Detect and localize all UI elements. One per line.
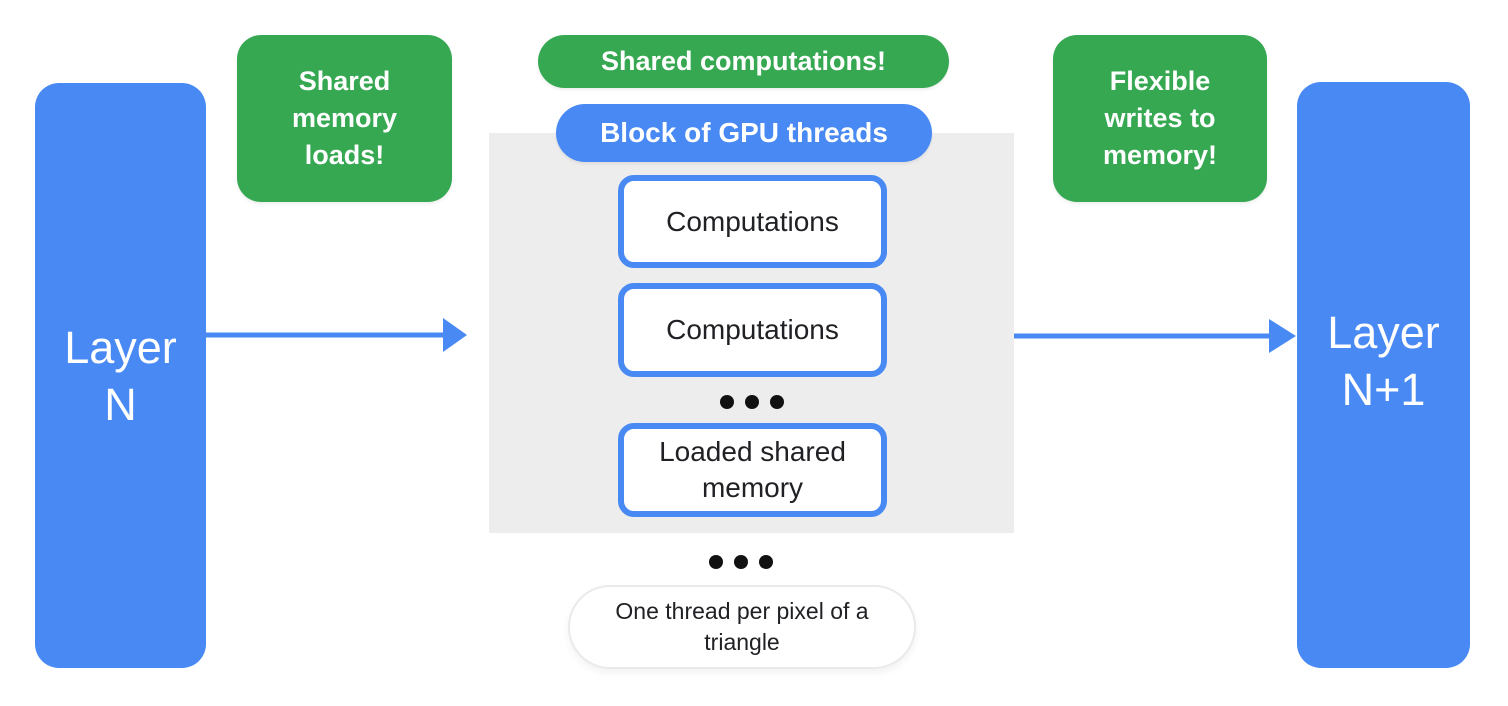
ellipsis-dots-inner [720,395,784,409]
dot-icon [745,395,759,409]
layer-n-label-line1: Layer [64,321,177,373]
layer-n-label-line2: N [104,378,137,430]
layer-n-plus-1-label-line1: Layer [1327,307,1440,358]
flow-arrow-right-icon [1014,319,1296,353]
gpu-thread-block-title-text: Block of GPU threads [600,117,888,148]
loaded-shared-memory-box: Loaded shared memory [618,423,887,517]
footnote-pill: One thread per pixel of a triangle [568,585,916,669]
callout-shared-memory-loads: Shared memory loads! [237,35,452,202]
layer-n-plus-1-label: Layer N+1 [1327,304,1440,418]
layer-n-plus-1-block: Layer N+1 [1297,82,1470,668]
computations-box-1: Computations [618,175,887,268]
layer-n-plus-1-label-line2: N+1 [1341,364,1426,415]
dot-icon [709,555,723,569]
callout-shared-memory-loads-text: Shared memory loads! [291,66,398,170]
dot-icon [720,395,734,409]
footnote-text: One thread per pixel of a triangle [615,598,869,655]
dot-icon [770,395,784,409]
layer-n-label: Layer N [64,319,177,433]
callout-flexible-writes: Flexible writes to memory! [1053,35,1267,202]
callout-shared-computations-text: Shared computations! [600,46,887,76]
callout-flexible-writes-text: Flexible writes to memory! [1102,66,1218,170]
ellipsis-dots-outer [709,555,773,569]
callout-shared-computations: Shared computations! [538,35,949,88]
computations-box-1-text: Computations [666,205,839,237]
computations-box-2-text: Computations [666,314,839,345]
layer-n-block: Layer N [35,83,206,668]
loaded-shared-memory-text: Loaded shared memory [659,436,846,503]
dot-icon [734,555,748,569]
flow-arrow-left-icon [206,318,467,352]
dot-icon [759,555,773,569]
gpu-thread-block-title: Block of GPU threads [556,104,932,162]
computations-box-2: Computations [618,283,887,377]
